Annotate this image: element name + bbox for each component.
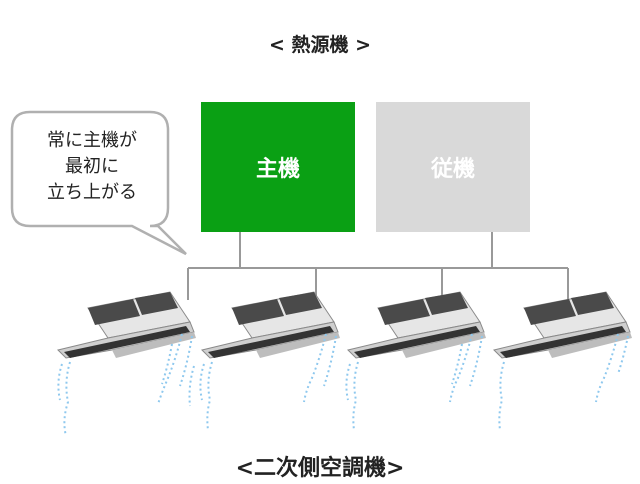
indoor-unit-4 — [493, 291, 632, 431]
callout-line: 立ち上がる — [47, 182, 137, 203]
speech-bubble — [10, 110, 187, 256]
callout-line: 最初に — [65, 156, 119, 177]
callout-line: 常に主機が — [47, 130, 137, 151]
indoor-unit-3 — [345, 291, 486, 431]
secondary-unit-label: 従機 — [430, 157, 475, 182]
heat-source-title: < 熱源機 > — [268, 34, 372, 56]
indoor-unit-1 — [57, 291, 196, 437]
indoor-unit-2 — [188, 291, 340, 431]
secondary-unit-title: <二次側空調機> — [235, 456, 405, 481]
primary-heat-source-box: 主機 — [201, 102, 355, 232]
primary-unit-label: 主機 — [255, 157, 300, 182]
secondary-heat-source-box: 従機 — [376, 102, 530, 232]
callout-text: 常に主機が 最初に 立ち上がる — [22, 128, 162, 206]
